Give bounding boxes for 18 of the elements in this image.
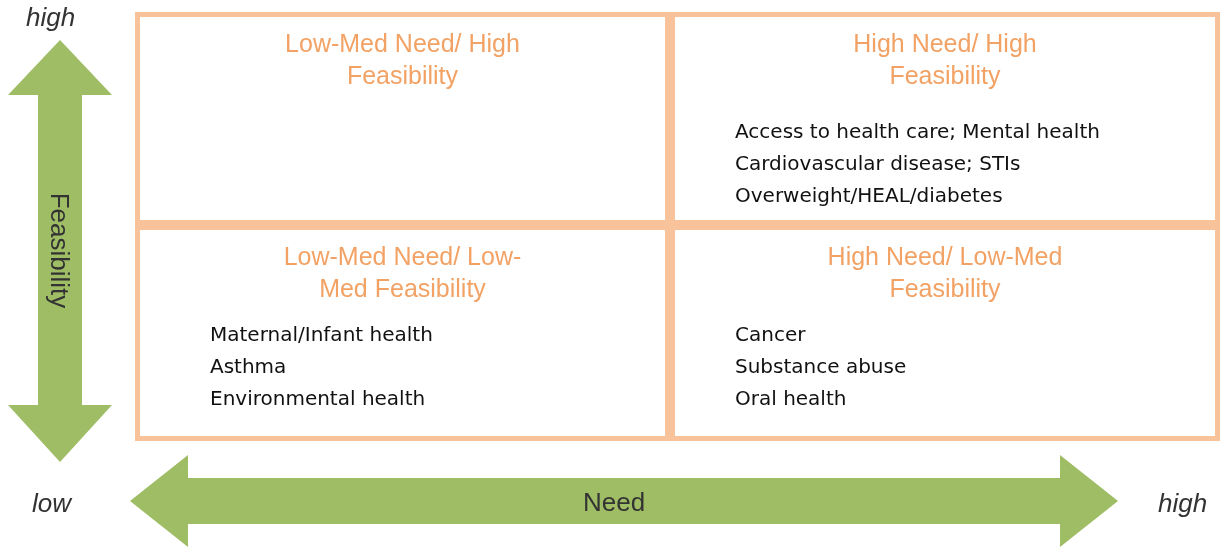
quadrant-item: Cancer [735,322,806,346]
quadrant-item: Access to health care; Mental health [735,119,1100,143]
quadrant-heading: Low-Med Need/ Low-Med Feasibility [282,241,523,304]
quadrant-item: Substance abuse [735,354,907,378]
axis-end-label: low [32,488,71,519]
quadrant-heading: High Need/ Low-Med Feasibility [826,241,1064,304]
quadrant-item: Environmental health [210,386,426,410]
axis-end-label: high [26,2,76,33]
quadrant-item: Cardiovascular disease; STIs [735,151,1021,175]
quadrant-heading: Low-Med Need/ High Feasibility [284,28,521,91]
quadrant-heading: High Need/ High Feasibility [852,28,1038,91]
quadrant-item: Asthma [210,354,287,378]
quadrant-item: Oral health [735,386,847,410]
axis-end-label: high [1158,488,1208,519]
axis-title: Need [583,487,646,518]
quadrant-item: Overweight/HEAL/diabetes [735,183,1003,207]
quadrant-item: Maternal/Infant health [210,322,433,346]
axis-title: Feasibility [44,192,76,308]
